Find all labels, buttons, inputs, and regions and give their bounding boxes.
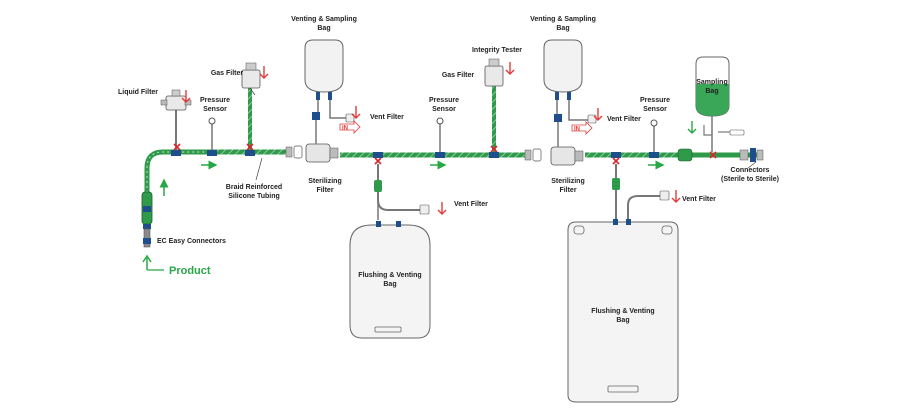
sampling-bag (687, 56, 745, 152)
label-venting-bag-2-line1: Venting & Sampling (530, 16, 596, 23)
label-ec-connectors: EC Easy Connectors (157, 238, 226, 245)
label-gas-filter-1: Gas Filter (211, 70, 244, 77)
in-marker-1-text: IN (342, 126, 348, 132)
label-pressure-sensor-3-line1: Pressure (640, 97, 670, 104)
in-marker-1: IN (339, 120, 361, 134)
label-gas-filter-2: Gas Filter (442, 72, 475, 79)
pressure-sensor-3 (649, 119, 659, 158)
label-integrity-tester: Integrity Tester (472, 47, 522, 54)
label-vent-filter-3: Vent Filter (454, 201, 488, 208)
label-sterilizing-filter-1-line2: Filter (316, 187, 333, 194)
gas-filter-2-assembly (484, 58, 515, 158)
label-connectors-line1: Connectors (731, 167, 770, 174)
end-connectors (677, 148, 764, 162)
label-braid-tubing-line2: Silicone Tubing (228, 193, 280, 200)
pressure-sensor-2 (435, 117, 445, 158)
flow-arrows (142, 160, 665, 271)
label-liquid-filter: Liquid Filter (118, 89, 158, 96)
label-flushing-bag-2-line1: Flushing & Venting (591, 308, 654, 315)
label-venting-bag-1-line1: Venting & Sampling (291, 16, 357, 23)
flushing-bag-2-line (611, 152, 681, 222)
label-sterilizing-filter-2-line2: Filter (559, 187, 576, 194)
in-marker-2: IN (571, 121, 593, 135)
label-vent-filter-4: Vent Filter (682, 196, 716, 203)
flushing-venting-bag-1 (349, 221, 431, 339)
label-product: Product (169, 265, 211, 277)
label-flushing-bag-1-line1: Flushing & Venting (358, 272, 421, 279)
label-connectors-line2: (Sterile to Sterile) (721, 176, 779, 183)
label-pressure-sensor-2-line1: Pressure (429, 97, 459, 104)
sterilizing-filter-2 (524, 114, 584, 166)
label-pressure-sensor-3-line2: Sensor (643, 106, 667, 113)
in-marker-2-text: IN (574, 127, 580, 133)
label-sampling-bag-line1: Sampling (696, 79, 728, 86)
flushing-bag-1-line (373, 152, 447, 220)
leader-lines (249, 87, 757, 181)
liquid-filter-assembly (160, 89, 192, 156)
label-flushing-bag-2-line2: Bag (616, 317, 629, 324)
label-vent-filter-2: Vent Filter (607, 116, 641, 123)
label-sterilizing-filter-2-line1: Sterilizing (551, 178, 584, 185)
labels: Venting & Sampling Bag Venting & Samplin… (118, 16, 779, 324)
flushing-venting-bag-2 (567, 219, 679, 403)
ec-connector-assembly (141, 191, 153, 248)
venting-sampling-bag-1 (304, 39, 361, 123)
label-pressure-sensor-2-line2: Sensor (432, 106, 456, 113)
label-sterilizing-filter-1-line1: Sterilizing (308, 178, 341, 185)
label-venting-bag-2-line2: Bag (556, 25, 569, 32)
label-vent-filter-1: Vent Filter (370, 114, 404, 121)
label-sampling-bag-line2: Bag (705, 88, 718, 95)
label-venting-bag-1-line2: Bag (317, 25, 330, 32)
label-flushing-bag-1-line2: Bag (383, 281, 396, 288)
pressure-sensor-1 (207, 117, 217, 156)
gas-filter-1-assembly (241, 62, 269, 156)
label-pressure-sensor-1-line2: Sensor (203, 106, 227, 113)
label-pressure-sensor-1-line1: Pressure (200, 97, 230, 104)
sterilizing-filter-1 (285, 112, 339, 163)
venting-sampling-bag-2 (543, 39, 603, 124)
label-braid-tubing-line1: Braid Reinforced (226, 184, 282, 191)
